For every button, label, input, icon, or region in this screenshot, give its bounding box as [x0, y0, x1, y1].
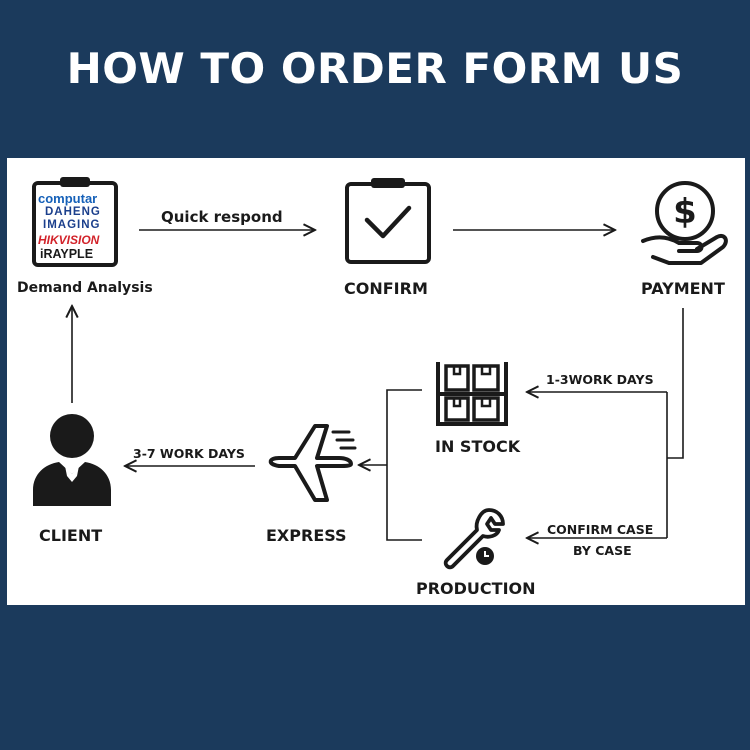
brand-hikvision: HIKVISION	[38, 233, 100, 247]
node-label-demand: Demand Analysis	[17, 280, 153, 296]
brand-irayple: iRAYPLE	[40, 247, 94, 261]
node-label-payment: PAYMENT	[641, 279, 725, 298]
brand-imaging: IMAGING	[43, 219, 101, 231]
svg-text:$: $	[673, 192, 697, 232]
node-label-confirm: CONFIRM	[344, 279, 428, 298]
warehouse-shelf-icon	[436, 362, 508, 426]
airplane-icon	[268, 424, 357, 502]
wrench-clock-icon	[443, 508, 505, 570]
node-label-express: EXPRESS	[266, 526, 347, 545]
flow-connectors	[7, 158, 684, 605]
checklist-clipboard-icon	[345, 178, 431, 264]
brand-computar: computar	[38, 191, 98, 206]
node-label-client: CLIENT	[39, 526, 103, 545]
edge-label-confirm-case: CONFIRM CASE	[547, 522, 654, 537]
node-label-production: PRODUCTION	[416, 579, 536, 598]
brand-daheng: DAHENG	[45, 206, 101, 218]
flow-diagram-panel: computar DAHENG IMAGING HIKVISION iRAYPL…	[7, 158, 745, 605]
page-title: HOW TO ORDER FORM US	[66, 44, 684, 93]
edge-label-quick-respond: Quick respond	[161, 208, 283, 226]
edge-label-3-7-work-days: 3-7 WORK DAYS	[133, 446, 245, 461]
node-label-in-stock: IN STOCK	[435, 437, 521, 456]
edge-label-1-3-work-days: 1-3WORK DAYS	[546, 372, 654, 387]
payment-hand-dollar-icon: $	[641, 181, 728, 265]
clipboard-icon	[32, 177, 118, 267]
edge-label-by-case: BY CASE	[573, 543, 632, 558]
client-person-icon	[33, 414, 111, 506]
